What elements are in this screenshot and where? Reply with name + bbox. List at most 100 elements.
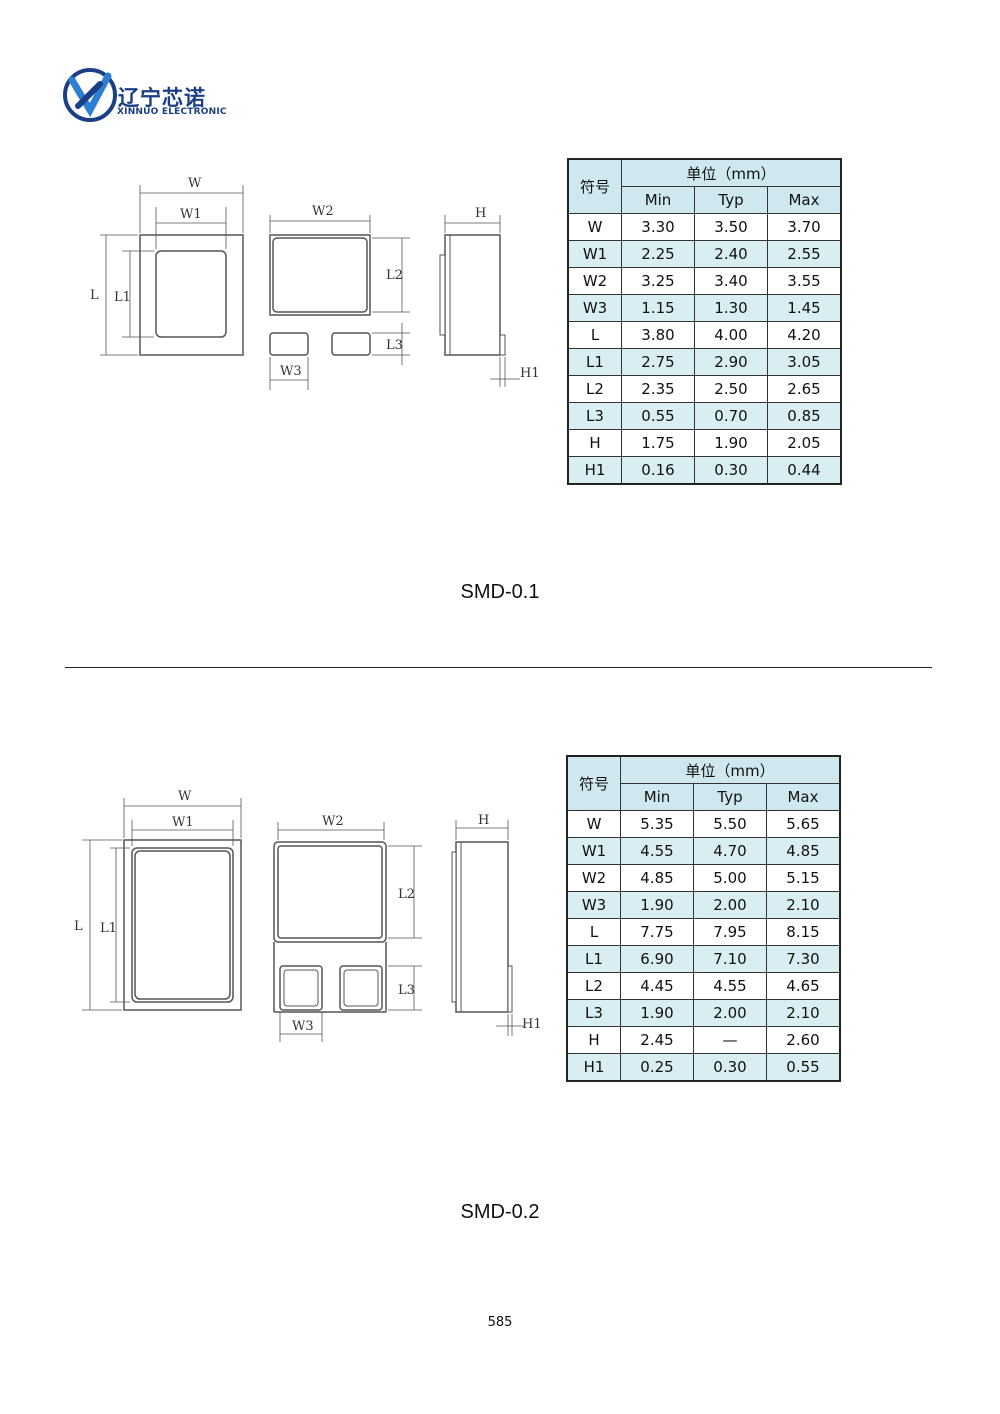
table-cell: W3 (567, 294, 622, 322)
dim-label: H (475, 206, 486, 221)
table-cell: 0.25 (620, 1053, 694, 1082)
table-cell: 3.55 (767, 267, 842, 295)
table-cell: 4.85 (766, 837, 841, 865)
table-cell: 7.95 (693, 918, 767, 946)
table-cell: 2.05 (767, 429, 842, 457)
smd-02-top-view: W W1 L L1 (74, 789, 242, 1011)
table-cell: 2.25 (621, 240, 695, 268)
smd-02-side-view: H H1 (451, 813, 542, 1036)
table-cell: 3.40 (694, 267, 768, 295)
table-cell: 4.65 (766, 972, 841, 1000)
table-cell: 7.10 (693, 945, 767, 973)
logo-name-cn: 辽宁芯诺 (118, 86, 206, 110)
unit-header: 单位（mm） (621, 158, 842, 187)
table-cell: W (567, 213, 622, 241)
table-cell: 0.16 (621, 456, 695, 485)
table-cell: W2 (567, 267, 622, 295)
table-cell: 4.55 (693, 972, 767, 1000)
dim-label: W1 (180, 207, 202, 222)
table-cell: 0.55 (621, 402, 695, 430)
unit-header: 单位（mm） (620, 755, 841, 784)
table-cell: 3.25 (621, 267, 695, 295)
dim-label: W1 (172, 815, 194, 830)
table-cell: 2.45 (620, 1026, 694, 1054)
table-cell: 2.75 (621, 348, 695, 376)
dim-label: W2 (312, 204, 334, 219)
table-cell: 8.15 (766, 918, 841, 946)
column-header: Max (766, 783, 841, 811)
table-cell: 5.65 (766, 810, 841, 838)
table-cell: W1 (566, 837, 621, 865)
table-cell: 0.30 (694, 456, 768, 485)
smd-01-side-view: H H1 (439, 206, 540, 387)
table-cell: 4.55 (620, 837, 694, 865)
table-cell: 0.55 (766, 1053, 841, 1082)
table-cell: 4.20 (767, 321, 842, 349)
table-cell: 1.30 (694, 294, 768, 322)
table-cell: 7.75 (620, 918, 694, 946)
table-cell: 3.05 (767, 348, 842, 376)
logo-mark-icon (63, 68, 117, 122)
table-cell: 3.30 (621, 213, 695, 241)
dim-label: L3 (386, 338, 403, 353)
smd-01-bottom-view: W2 L2 L3 W3 (269, 204, 410, 390)
table-cell: 5.15 (766, 864, 841, 892)
table-cell: 2.35 (621, 375, 695, 403)
table-cell: L2 (567, 375, 622, 403)
dim-label: W (178, 789, 192, 804)
table-cell: 2.65 (767, 375, 842, 403)
column-header: Max (767, 186, 842, 214)
smd-02-bottom-view: W2 L2 L3 W3 (273, 814, 422, 1042)
table-cell: 1.90 (694, 429, 768, 457)
table-cell: L3 (566, 999, 621, 1027)
table-cell: 0.30 (693, 1053, 767, 1082)
table-cell: 4.45 (620, 972, 694, 1000)
table-cell: 0.44 (767, 456, 842, 485)
company-logo (62, 66, 232, 124)
table-cell: 2.10 (766, 999, 841, 1027)
table-cell: 4.00 (694, 321, 768, 349)
table-cell: W2 (566, 864, 621, 892)
table-cell: 3.50 (694, 213, 768, 241)
table-cell: W (566, 810, 621, 838)
table-cell: 2.00 (693, 999, 767, 1027)
table-cell: 0.85 (767, 402, 842, 430)
table-cell: 6.90 (620, 945, 694, 973)
column-header: Min (621, 186, 695, 214)
table-cell: — (693, 1026, 767, 1054)
table-cell: 2.50 (694, 375, 768, 403)
dim-label: L2 (386, 268, 403, 283)
table-cell: 5.35 (620, 810, 694, 838)
dim-label: H1 (522, 1017, 542, 1032)
section-caption: SMD-0.2 (460, 1201, 540, 1223)
table-cell: 2.60 (766, 1026, 841, 1054)
dim-label: L (74, 919, 83, 934)
table-cell: 2.00 (693, 891, 767, 919)
dim-label: W (188, 176, 202, 191)
table-cell: 3.70 (767, 213, 842, 241)
dim-label: L2 (398, 887, 415, 902)
column-header: Min (620, 783, 694, 811)
dim-label: H1 (520, 366, 540, 381)
dim-label: L3 (398, 983, 415, 998)
table-cell: 1.90 (620, 891, 694, 919)
dim-label: L1 (114, 290, 131, 305)
table-cell: L1 (567, 348, 622, 376)
table-cell: 1.15 (621, 294, 695, 322)
table-cell: 5.00 (693, 864, 767, 892)
column-header: Typ (693, 783, 767, 811)
